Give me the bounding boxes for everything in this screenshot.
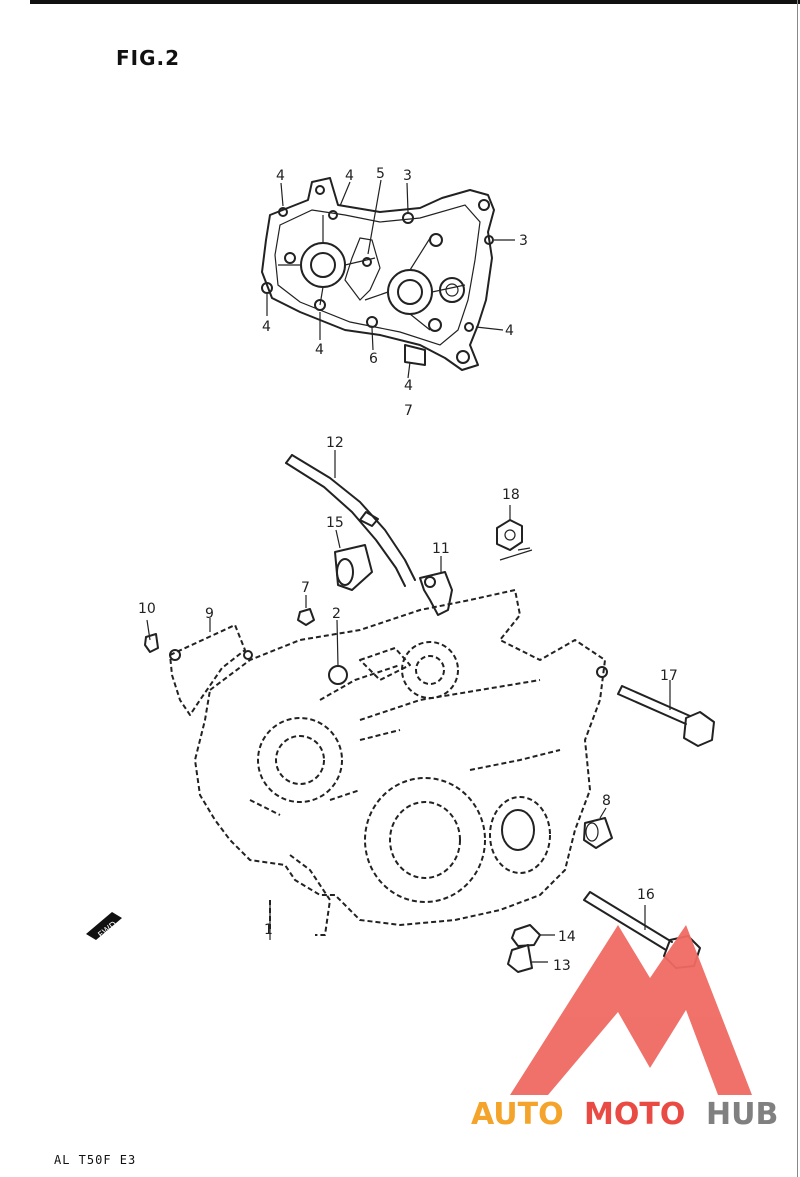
part-label-3: 3 bbox=[403, 168, 412, 184]
crankcase-drawing bbox=[146, 589, 608, 940]
part-labels: 4 4 5 3 3 4 4 4 6 4 7 12 18 15 11 7 2 10… bbox=[138, 166, 678, 974]
figure-title: FIG.2 bbox=[116, 46, 181, 70]
loose-parts-drawing: FWD bbox=[86, 608, 715, 973]
part-label-14: 14 bbox=[558, 929, 576, 945]
watermark-moto: MOTO bbox=[584, 1097, 685, 1132]
part-label-3: 3 bbox=[519, 233, 528, 249]
part-label-4: 4 bbox=[276, 168, 285, 184]
part-label-6: 6 bbox=[369, 351, 378, 367]
part-label-2: 2 bbox=[332, 606, 341, 622]
part-label-4: 4 bbox=[345, 168, 354, 184]
fwd-arrow-icon: FWD bbox=[86, 912, 122, 941]
part-label-17: 17 bbox=[660, 668, 678, 684]
part-label-16: 16 bbox=[637, 887, 655, 903]
part-label-12: 12 bbox=[326, 435, 344, 451]
part-label-8: 8 bbox=[602, 793, 611, 809]
watermark-logo: AUTO MOTO HUB bbox=[471, 925, 778, 1132]
part-label-1: 1 bbox=[264, 922, 273, 938]
watermark-auto: AUTO bbox=[471, 1097, 564, 1132]
part-label-11: 11 bbox=[432, 541, 450, 557]
part-label-13: 13 bbox=[553, 958, 571, 974]
hose-and-fittings-drawing bbox=[285, 450, 533, 616]
part-label-5: 5 bbox=[376, 166, 385, 182]
crankcase-cover-drawing bbox=[261, 177, 515, 379]
top-border bbox=[30, 0, 800, 4]
part-label-4: 4 bbox=[404, 378, 413, 394]
model-code: AL T50F E3 bbox=[54, 1153, 137, 1167]
part-label-9: 9 bbox=[205, 606, 214, 622]
part-label-4: 4 bbox=[315, 342, 324, 358]
right-border bbox=[797, 0, 798, 1177]
part-label-4: 4 bbox=[505, 323, 514, 339]
watermark-hub: HUB bbox=[706, 1097, 778, 1132]
part-label-4: 4 bbox=[262, 319, 271, 335]
part-label-10: 10 bbox=[138, 601, 156, 617]
part-label-15: 15 bbox=[326, 515, 344, 531]
part-label-18: 18 bbox=[502, 487, 520, 503]
part-label-7: 7 bbox=[404, 403, 413, 419]
part-label-7: 7 bbox=[301, 580, 310, 596]
